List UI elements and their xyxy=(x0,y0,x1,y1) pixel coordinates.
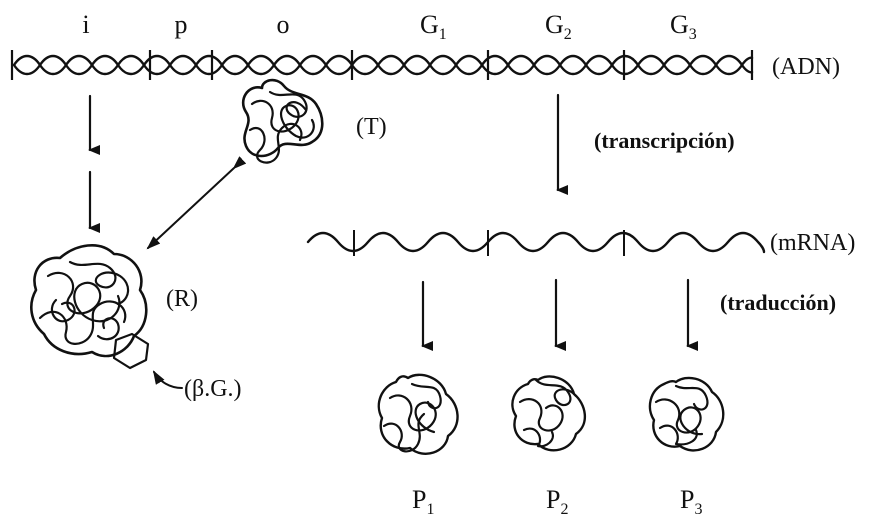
protein-p1 xyxy=(377,373,459,455)
protein-label-p2: P2 xyxy=(546,485,568,518)
gene-label-o: o xyxy=(277,10,290,39)
gene-label-i: i xyxy=(82,10,89,39)
gene-label-g1: G1 xyxy=(420,10,447,43)
gene-label-g3: G3 xyxy=(670,10,697,43)
protein-p2 xyxy=(511,375,586,452)
repressor-molecule-r xyxy=(30,244,148,358)
protein-label-p1: P1 xyxy=(412,485,434,518)
dna-label: (ADN) xyxy=(772,54,840,80)
mrna-strand xyxy=(306,230,766,256)
protein-p3 xyxy=(648,376,725,452)
binding-double-arrow xyxy=(146,156,247,250)
beta-g-label: (β.G.) xyxy=(184,376,242,402)
mrna-label: (mRNA) xyxy=(770,230,855,256)
gene-label-p: p xyxy=(175,10,188,39)
inducer-molecule-t xyxy=(241,78,324,164)
beta-galactosidase-hexagon xyxy=(112,332,150,370)
r-label: (R) xyxy=(166,286,198,312)
arrow-to-beta-g xyxy=(152,370,183,389)
translation-label: (traducción) xyxy=(720,290,836,315)
transcription-label: (transcripción) xyxy=(594,128,735,153)
t-label: (T) xyxy=(356,114,387,140)
gene-label-g2: G2 xyxy=(545,10,572,43)
dna-helix xyxy=(10,50,754,80)
protein-label-p3: P3 xyxy=(680,485,702,518)
